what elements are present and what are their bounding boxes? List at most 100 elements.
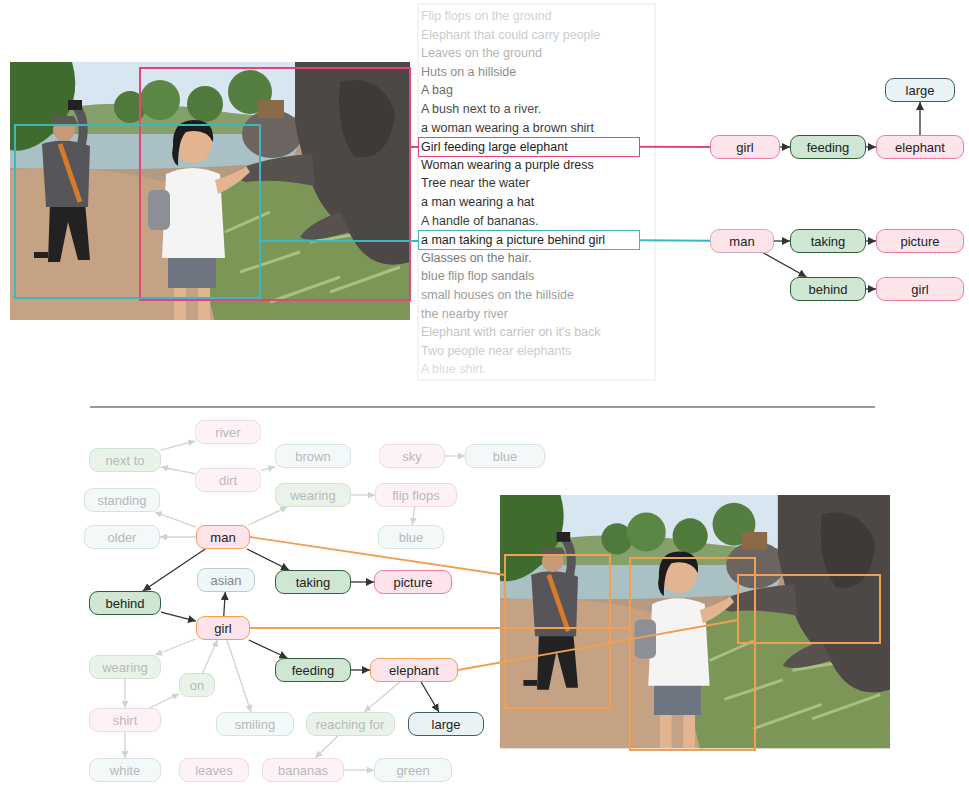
region-description: A blue shirt.: [421, 361, 486, 377]
relation-arrow: [161, 612, 196, 621]
object-node: flip flops: [375, 483, 457, 507]
region-description: A bush next to a river.: [421, 101, 541, 117]
node-label: a man taking a picture behind girl: [421, 232, 605, 248]
attribute-node: brown: [275, 444, 351, 468]
relation-arrow: [351, 669, 370, 670]
list-panel: [418, 4, 655, 380]
node-label: white: [110, 763, 140, 778]
attribute-node: older: [84, 525, 160, 549]
node-label: on: [190, 678, 204, 693]
node-label: taking: [296, 575, 331, 590]
relation-arrow: [249, 640, 288, 658]
region-description: blue flip flop sandals: [421, 268, 534, 284]
node-label: standing: [97, 493, 146, 508]
relation-arrow: [866, 240, 876, 241]
node-label: sky: [402, 449, 422, 464]
grounding-box: [738, 575, 880, 643]
grounding-line: [250, 627, 630, 629]
attribute-node: smiling: [216, 712, 294, 736]
node-label: reaching for: [316, 717, 385, 732]
node-label: dirt: [219, 473, 237, 488]
relation-arrow: [780, 146, 790, 147]
region-description: Huts on a hillside: [421, 64, 516, 80]
relation-node: behind: [89, 591, 161, 615]
object-node: bananas: [262, 758, 344, 782]
object-node: river: [195, 420, 261, 444]
region-description: Leaves on the ground: [421, 45, 542, 61]
node-label: behind: [808, 282, 847, 297]
relation-arrow: [249, 507, 288, 525]
node-label: bananas: [278, 763, 328, 778]
relation-arrow: [764, 253, 807, 277]
node-label: river: [215, 425, 240, 440]
relation-node: on: [179, 673, 215, 697]
attribute-node: green: [374, 758, 452, 782]
relation-node: reaching for: [306, 712, 395, 736]
relation-arrow: [315, 736, 337, 758]
node-label: feeding: [807, 140, 850, 155]
region-description: Two people near elephants: [421, 343, 571, 359]
region-box: Girl feeding large elephant: [418, 137, 640, 157]
relation-arrow: [344, 769, 374, 770]
relation-node: taking: [275, 570, 351, 594]
region-box: [140, 68, 410, 300]
relation-arrow: [364, 682, 400, 712]
relation-arrow: [143, 549, 205, 591]
region-description: the nearby river: [421, 306, 508, 322]
relation-node: next to: [89, 448, 161, 472]
node-label: taking: [811, 234, 846, 249]
relation-node: behind: [790, 277, 866, 301]
relation-arrow: [866, 288, 876, 289]
region-description: Elephant with carrier on it's back: [421, 324, 601, 340]
grounding-line: [458, 620, 738, 670]
relation-arrow: [351, 581, 374, 582]
relation-arrow: [124, 679, 125, 708]
node-label: man: [729, 234, 754, 249]
object-node: picture: [374, 570, 452, 594]
node-label: elephant: [389, 663, 439, 678]
node-label: feeding: [292, 663, 335, 678]
node-label: green: [396, 763, 429, 778]
region-description: small houses on the hillside: [421, 287, 574, 303]
node-label: girl: [911, 282, 928, 297]
region-description: Elephant that could carry people: [421, 27, 600, 43]
relation-node: taking: [790, 229, 866, 253]
node-label: elephant: [895, 140, 945, 155]
attribute-node: asian: [197, 568, 255, 592]
object-node: elephant: [876, 135, 964, 159]
node-label: wearing: [102, 660, 148, 675]
photo-scene: [10, 62, 410, 322]
grounding-box: [505, 555, 610, 708]
object-node: elephant: [370, 658, 458, 682]
node-label: flip flops: [392, 488, 440, 503]
divider: [90, 406, 875, 408]
region-description: Glasses on the hair.: [421, 250, 531, 266]
object-node: girl: [710, 135, 780, 159]
region-description: A bag: [421, 82, 453, 98]
object-node: man: [196, 525, 250, 549]
photo: [10, 62, 410, 322]
region-description: Woman wearing a purple dress: [421, 157, 594, 173]
node-label: girl: [214, 621, 231, 636]
relation-arrow: [124, 732, 125, 758]
leader-line: [260, 240, 418, 242]
object-node: dirt: [195, 468, 261, 492]
attribute-node: blue: [378, 525, 444, 549]
attribute-node: white: [89, 758, 161, 782]
object-node: man: [710, 229, 774, 253]
node-label: leaves: [195, 763, 233, 778]
object-node: girl: [876, 277, 964, 301]
relation-arrow: [247, 549, 289, 570]
relation-arrow: [261, 467, 275, 471]
node-label: asian: [210, 573, 241, 588]
node-label: blue: [399, 530, 424, 545]
relation-arrow: [412, 507, 414, 525]
node-label: large: [432, 717, 461, 732]
relation-arrow: [161, 467, 195, 474]
relation-node: feeding: [790, 135, 866, 159]
region-description: a man wearing a hat: [421, 194, 534, 210]
node-label: behind: [105, 596, 144, 611]
relation-arrow: [227, 640, 251, 712]
relation-arrow: [919, 102, 920, 135]
relation-arrow: [161, 441, 195, 450]
